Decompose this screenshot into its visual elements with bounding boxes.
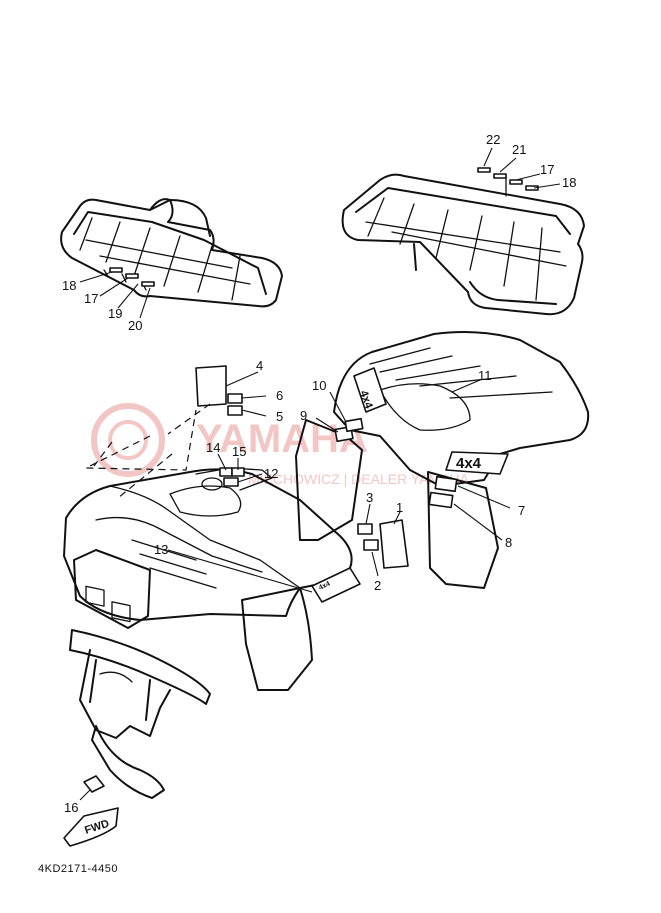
decal-1 (379, 519, 409, 569)
callout-3: 3 (366, 490, 373, 505)
callout-5: 5 (276, 409, 283, 424)
callout-1: 1 (396, 500, 403, 515)
decal-6 (227, 393, 243, 404)
callout-14: 14 (206, 440, 220, 455)
callout-8: 8 (505, 535, 512, 550)
decal-12 (223, 477, 239, 487)
callout-16: 16 (64, 800, 78, 815)
callout-labels: 4 6 5 10 9 11 7 8 1 3 2 12 14 15 13 16 1… (62, 132, 576, 815)
fwd-decal: FWD (63, 807, 119, 847)
callout-18-rear: 18 (562, 175, 576, 190)
callout-15: 15 (232, 444, 246, 459)
side-4x4-text: 4x4 (456, 455, 482, 472)
callout-13: 13 (154, 542, 168, 557)
part-code: 4KD2171-4450 (38, 863, 118, 875)
decal-3 (357, 523, 373, 535)
front-rack (60, 198, 283, 308)
callout-21: 21 (512, 142, 526, 157)
callout-10: 10 (312, 378, 326, 393)
callout-20: 20 (128, 318, 142, 333)
decal-13-text: 4x4 (318, 580, 332, 591)
decal-16 (83, 775, 105, 793)
rear-fender: 4x4 (295, 331, 590, 589)
leader-lines (79, 147, 561, 801)
callout-2: 2 (374, 578, 381, 593)
callout-12: 12 (264, 466, 278, 481)
callout-7: 7 (518, 503, 525, 518)
decal-5 (227, 405, 243, 416)
decal-4 (195, 365, 227, 407)
loose-decals (83, 365, 409, 793)
callout-19: 19 (108, 306, 122, 321)
callout-4: 4 (256, 358, 263, 373)
callout-18-front: 18 (62, 278, 76, 293)
callout-22: 22 (486, 132, 500, 147)
placement-lines (85, 403, 211, 499)
callout-17-rear: 17 (540, 162, 554, 177)
front-guard (69, 629, 211, 799)
decal-2 (363, 539, 379, 551)
watermark-logo (91, 403, 165, 477)
rear-rack (341, 167, 585, 316)
front-fender: 4x4 (63, 467, 361, 691)
callout-17-front: 17 (84, 291, 98, 306)
callout-11: 11 (478, 368, 492, 383)
callout-9: 9 (300, 408, 307, 423)
callout-6: 6 (276, 388, 283, 403)
